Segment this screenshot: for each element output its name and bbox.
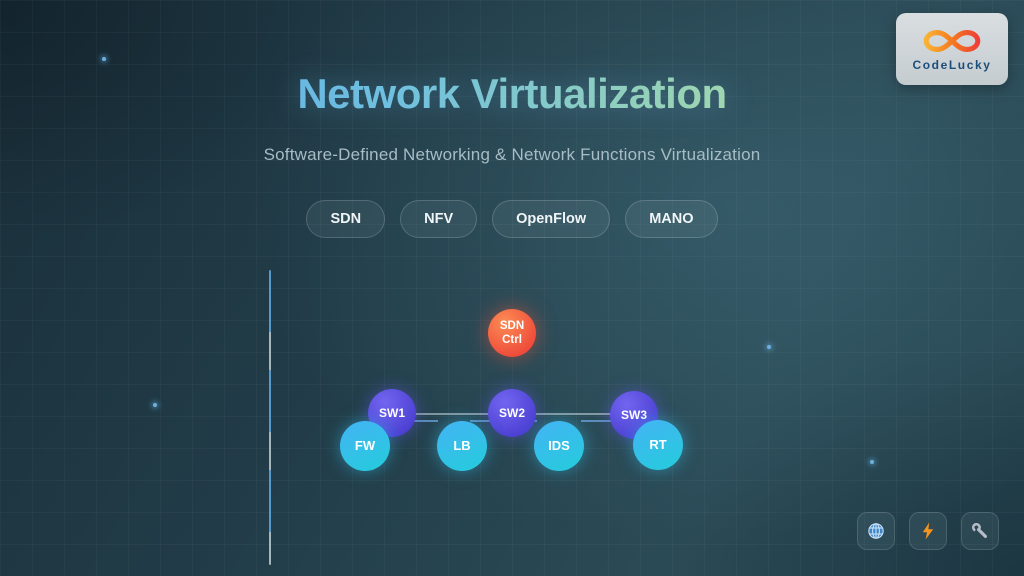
node-label: IDS [548,437,570,453]
node-load-balancer: LB [437,421,487,471]
node-label: LB [453,437,471,453]
tag-openflow[interactable]: OpenFlow [492,200,611,238]
node-label: SW3 [620,407,647,422]
page-title: Network Virtualization [0,70,1024,118]
lightning-button[interactable] [909,512,947,550]
toolbar [857,512,999,550]
lightning-icon [922,522,934,540]
tag-row: SDN NFV OpenFlow MANO [0,200,1024,238]
infinity-icon [923,30,981,52]
tag-nfv[interactable]: NFV [400,200,478,238]
node-label: SW2 [498,405,525,420]
node-label: Ctrl [502,334,522,346]
node-ids: IDS [534,421,584,471]
particle-dot [102,57,106,61]
globe-button[interactable] [857,512,895,550]
particle-dot [153,403,157,407]
tag-sdn[interactable]: SDN [306,200,386,238]
node-switch-sw2: SW2 [488,389,536,437]
brand-card: CodeLucky [896,13,1008,85]
node-label: SDN [499,319,525,332]
particle-dot [870,460,874,464]
wrench-button[interactable] [961,512,999,550]
page-subtitle: Software-Defined Networking & Network Fu… [263,145,761,164]
globe-icon [868,523,884,539]
timeline-line [269,270,271,565]
tag-mano[interactable]: MANO [625,200,718,238]
particle-dot [767,345,771,349]
wrench-icon [971,522,987,538]
node-sdn-controller: SDN Ctrl [488,309,536,357]
node-label: FW [354,437,376,453]
node-label: SW1 [378,405,405,420]
brand-name: CodeLucky [912,58,992,72]
node-firewall: FW [340,421,390,471]
node-router: RT [633,420,683,470]
node-label: RT [649,436,667,452]
